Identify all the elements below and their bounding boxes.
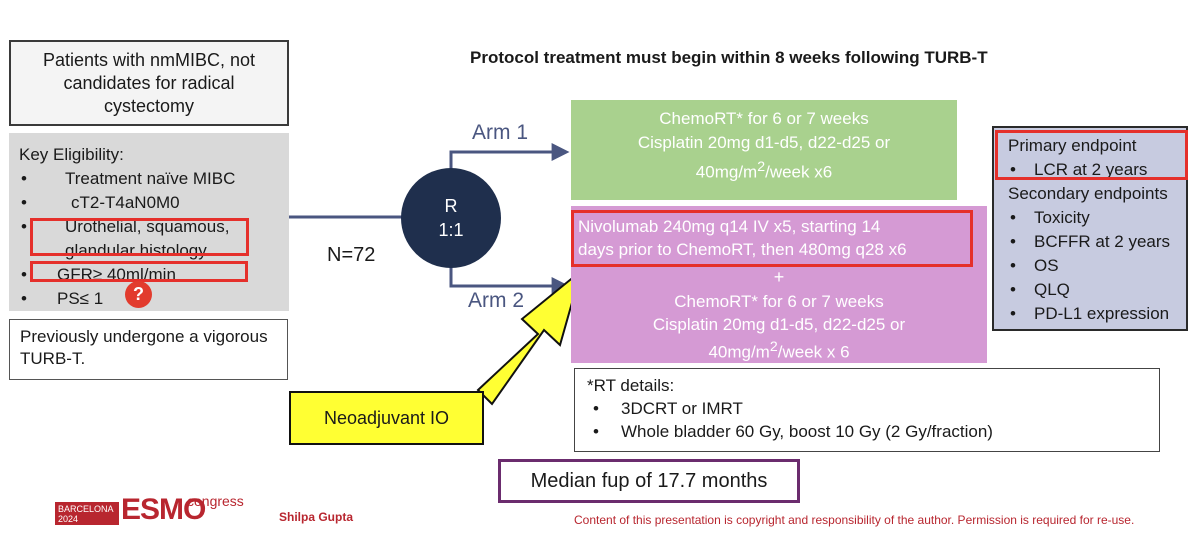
histology-highlight	[30, 218, 249, 256]
arm1-line: Cisplatin 20mg d1-d5, d22-d25 or	[637, 133, 891, 152]
patients-box: Patients with nmMIBC, not candidates for…	[9, 40, 289, 126]
bullet: •	[21, 289, 27, 308]
neoadjuvant-io-box: Neoadjuvant IO	[289, 391, 484, 445]
primary-endpoint-item: • LCR at 2 years	[1008, 158, 1186, 182]
median-followup-box: Median fup of 17.7 months	[498, 459, 800, 503]
logo-name: ESMO	[121, 493, 206, 526]
rt-details-item: • Whole bladder 60 Gy, boost 10 Gy (2 Gy…	[587, 420, 1147, 443]
arm2-chemo: ChemoRT* for 6 or 7 weeks Cisplatin 20mg…	[571, 290, 987, 364]
superscript: 2	[757, 159, 766, 175]
arm2-treatment-box: Nivolumab 240mg q14 IV x5, starting 14 d…	[571, 206, 987, 363]
arm2-dose-line: 40mg/m2/week x 6	[571, 336, 987, 364]
eligibility-item: • Treatment naïve MIBC	[19, 167, 279, 191]
arm2-dose-text: 40mg/m	[708, 342, 770, 362]
arm1-dose-line: 40mg/m2/week x6	[571, 155, 957, 185]
secondary-endpoint-item: • Toxicity	[1008, 206, 1186, 230]
endpoint-text: QLQ	[1034, 280, 1070, 299]
bullet: •	[1010, 232, 1016, 251]
endpoint-text: LCR at 2 years	[1034, 160, 1148, 179]
endpoints-box: Primary endpoint • LCR at 2 years Second…	[992, 126, 1188, 331]
connector-arm1	[449, 143, 570, 170]
primary-endpoint-highlight	[995, 130, 1188, 180]
bullet: •	[21, 217, 27, 236]
bullet: •	[1010, 160, 1016, 179]
nivolumab-line: days prior to ChemoRT, then 480mg q28 x6	[578, 240, 907, 259]
eligibility-item: • PS≤ 1	[19, 287, 279, 311]
nivolumab-line: Nivolumab 240mg q14 IV x5, starting 14	[578, 217, 881, 236]
neoadjuvant-arrow	[476, 268, 583, 406]
sample-size-label: N=72	[327, 244, 376, 266]
randomization-circle: R 1:1	[401, 168, 501, 268]
secondary-endpoint-item: • OS	[1008, 254, 1186, 278]
secondary-endpoint-item: • PD-L1 expression	[1008, 302, 1186, 326]
bullet: •	[593, 422, 599, 441]
previous-turbt-box: Previously undergone a vigorous TURB-T.	[9, 319, 288, 380]
rt-details-title: *RT details:	[587, 376, 675, 395]
primary-endpoint-title: Primary endpoint	[1008, 136, 1137, 155]
rt-details-box: *RT details: • 3DCRT or IMRT • Whole bla…	[574, 368, 1160, 452]
arm2-chemo-line: Cisplatin 20mg d1-d5, d22-d25 or	[652, 315, 906, 334]
plus-sign: +	[773, 267, 785, 287]
copyright-notice: Content of this presentation is copyrigh…	[574, 513, 1135, 527]
logo-tag: BARCELONA 2024	[55, 502, 119, 525]
bullet: •	[1010, 304, 1016, 323]
endpoint-text: OS	[1034, 256, 1059, 275]
bullet: •	[1010, 256, 1016, 275]
arm2-chemo-line: ChemoRT* for 6 or 7 weeks	[674, 292, 884, 311]
bullet: •	[21, 193, 27, 212]
eligibility-item: • Urothelial, squamous,	[19, 215, 279, 239]
secondary-endpoint-item: • BCFFR at 2 years	[1008, 230, 1186, 254]
author-name: Shilpa Gupta	[279, 510, 354, 524]
patients-text: Patients with nmMIBC, not candidates for…	[42, 49, 256, 116]
median-followup-text: Median fup of 17.7 months	[530, 469, 768, 492]
arm1-label: Arm 1	[472, 121, 529, 144]
eligibility-text: Treatment naïve MIBC	[65, 169, 236, 188]
connector-arm2	[449, 266, 570, 295]
eligibility-title: Key Eligibility:	[19, 145, 124, 164]
eligibility-item: • cT2-T4aN0M0	[19, 191, 279, 215]
nivolumab-highlight: Nivolumab 240mg q14 IV x5, starting 14 d…	[571, 210, 973, 267]
bullet: •	[1010, 280, 1016, 299]
question-icon: ?	[125, 281, 152, 308]
eligibility-text: cT2-T4aN0M0	[71, 193, 180, 212]
arm1-treatment-box: ChemoRT* for 6 or 7 weeks Cisplatin 20mg…	[571, 100, 957, 200]
bullet: •	[593, 399, 599, 418]
neoadjuvant-io-label: Neoadjuvant IO	[323, 407, 450, 428]
secondary-endpoints-title: Secondary endpoints	[1008, 184, 1168, 203]
arm1-line: ChemoRT* for 6 or 7 weeks	[659, 109, 869, 128]
protocol-note: Protocol treatment must begin within 8 w…	[470, 48, 988, 67]
arm1-dose-schedule: /week x6	[765, 162, 833, 182]
randomization-letter: R	[444, 196, 458, 216]
superscript: 2	[769, 339, 778, 355]
rt-details-item: • 3DCRT or IMRT	[587, 397, 1147, 420]
rt-details-text: 3DCRT or IMRT	[621, 399, 743, 418]
arm2-label: Arm 2	[468, 289, 525, 312]
endpoint-text: PD-L1 expression	[1034, 304, 1170, 323]
randomization-ratio: 1:1	[438, 220, 464, 240]
rt-details-text: Whole bladder 60 Gy, boost 10 Gy (2 Gy/f…	[621, 422, 993, 441]
bullet: •	[21, 265, 27, 284]
bullet: •	[21, 169, 27, 188]
eligibility-text: PS≤ 1	[57, 289, 104, 308]
endpoint-text: Toxicity	[1034, 208, 1090, 227]
bullet: •	[1010, 208, 1016, 227]
secondary-endpoint-item: • QLQ	[1008, 278, 1186, 302]
gfr-highlight	[30, 261, 248, 282]
endpoint-text: BCFFR at 2 years	[1034, 232, 1171, 251]
eligibility-text: Urothelial, squamous,	[65, 217, 230, 236]
previous-turbt-text: Previously undergone a vigorous TURB-T.	[20, 327, 268, 368]
logo-suffix: congress	[187, 493, 244, 509]
arm2-dose-schedule: /week x 6	[777, 342, 850, 362]
arm1-dose-text: 40mg/m	[695, 162, 758, 182]
